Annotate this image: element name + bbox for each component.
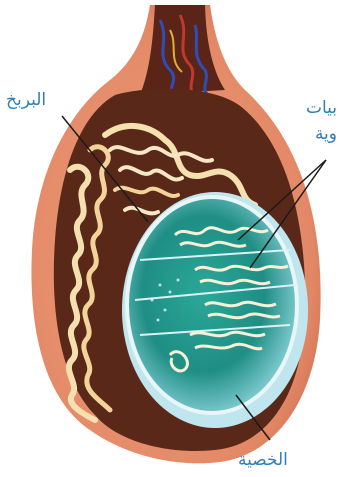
label-testis: الخصية: [238, 452, 288, 469]
label-epididymis: البربخ: [6, 92, 46, 109]
testis-body: [122, 192, 308, 428]
label-tubules-line1: بيات: [306, 100, 337, 117]
label-tubules-line2: وية: [315, 126, 337, 143]
